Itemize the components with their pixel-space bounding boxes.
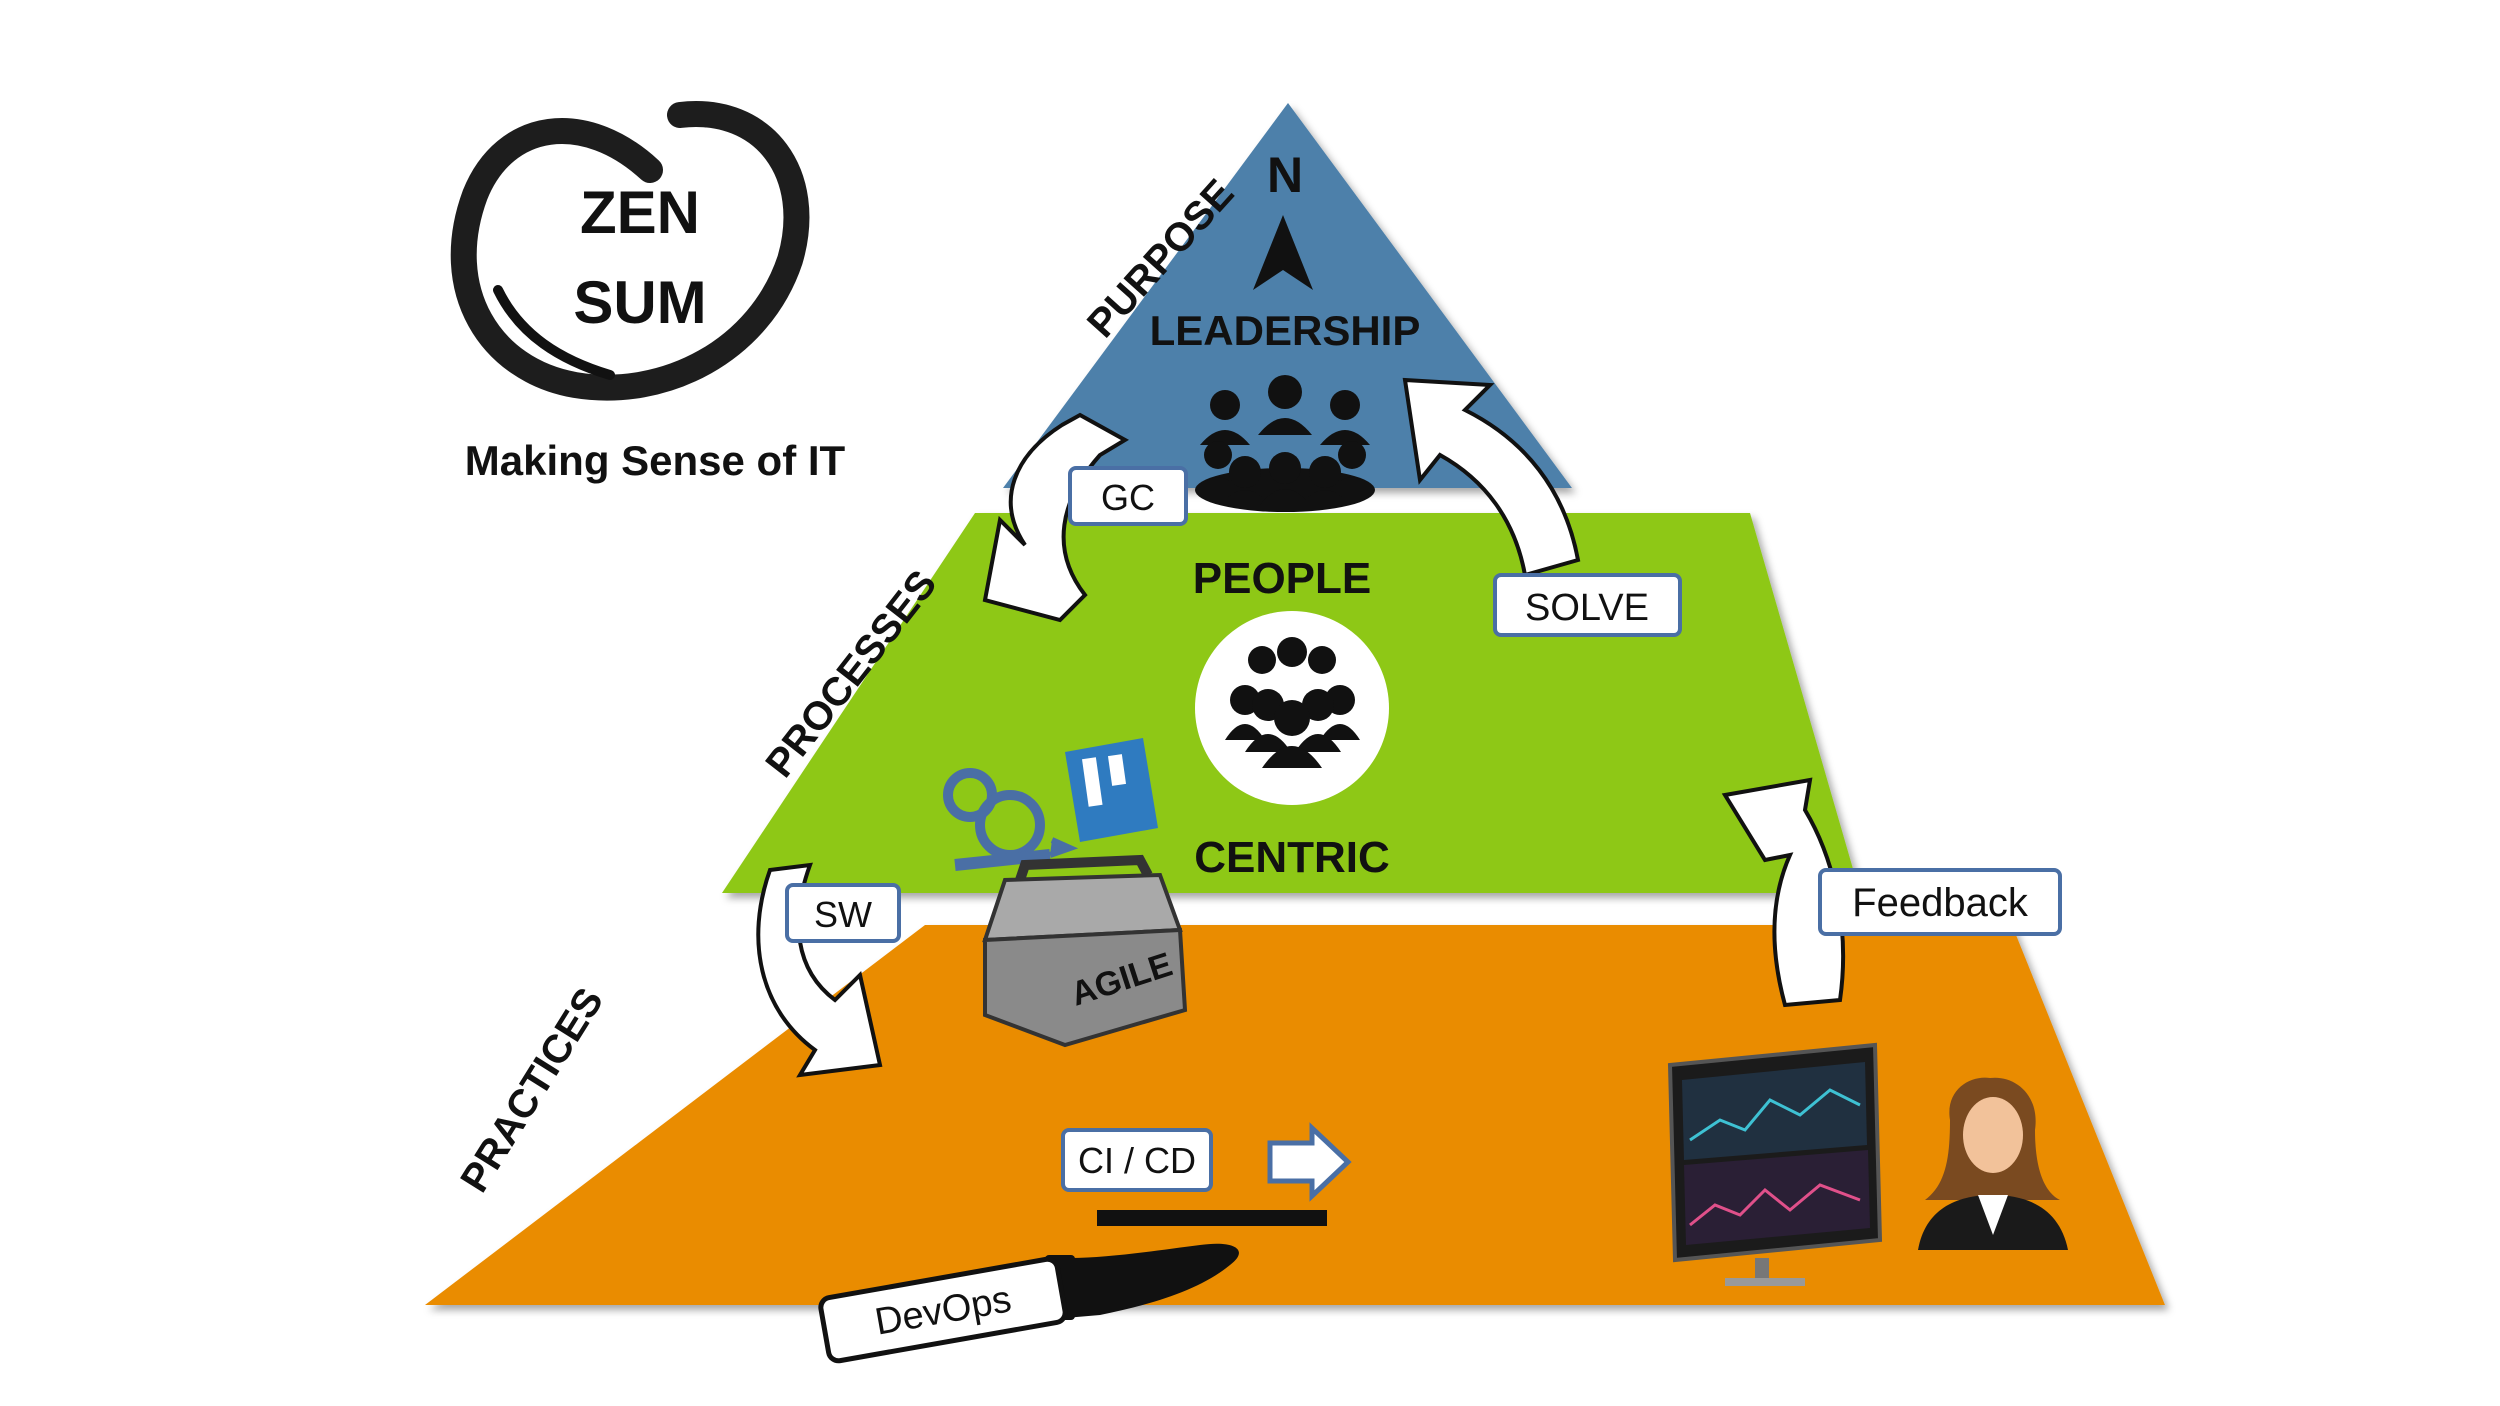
sw-box: SW — [785, 883, 901, 943]
feedback-arrow — [1721, 777, 1846, 1008]
person-avatar-icon — [1918, 1077, 2068, 1250]
devops-box: DevOps — [818, 1256, 1068, 1364]
people-group-icon — [1225, 637, 1360, 768]
feedback-label: Feedback — [1852, 881, 2029, 925]
toolbox-icon: AGILE — [982, 854, 1188, 1048]
gc-label: GC — [1101, 477, 1155, 518]
feedback-box: Feedback — [1818, 868, 2062, 936]
tier-practices — [425, 925, 2165, 1305]
platform-bar — [1097, 1210, 1327, 1226]
gc-box: GC — [1068, 466, 1188, 526]
side-label-practices: PRACTICES — [452, 980, 612, 1199]
sw-label: SW — [814, 894, 872, 935]
tier-title-centric: CENTRIC — [1194, 833, 1390, 882]
zensum-logo: ZEN SUM Making Sense of IT — [450, 101, 846, 484]
monitor-icon — [1667, 1042, 1883, 1286]
logo-line-2: SUM — [573, 269, 706, 336]
solve-arrow — [1402, 377, 1581, 578]
cicd-box: CI / CD — [1061, 1128, 1213, 1192]
logo-line-1: ZEN — [580, 179, 700, 246]
kanban-board-icon — [1065, 738, 1158, 842]
agile-cycle-icon — [943, 768, 1079, 871]
logo-tagline: Making Sense of IT — [465, 437, 846, 484]
cicd-label: CI / CD — [1078, 1140, 1196, 1181]
tier-title-people: PEOPLE — [1193, 554, 1372, 603]
solve-label: SOLVE — [1525, 587, 1649, 629]
team-meeting-icon — [1195, 375, 1375, 512]
compass-letter: N — [1267, 147, 1303, 203]
solve-box: SOLVE — [1493, 573, 1682, 637]
compass-arrow-icon — [1253, 215, 1313, 290]
arrow-right-icon — [1267, 1122, 1352, 1202]
tier-title-leadership: LEADERSHIP — [1150, 307, 1421, 354]
